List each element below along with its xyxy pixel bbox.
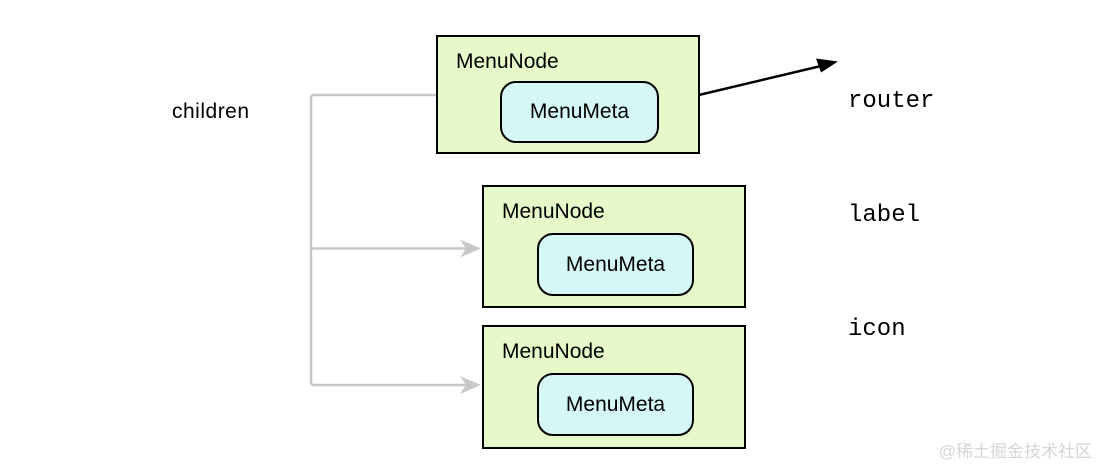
menu-meta-2: MenuMeta	[537, 233, 694, 296]
watermark-text: @稀土掘金技术社区	[938, 442, 1092, 461]
meta-fields-annotation: router label icon	[848, 7, 934, 425]
children-label: children	[172, 100, 250, 123]
annotation-arrow-head	[816, 58, 838, 73]
connector-arrowhead-bottom	[460, 376, 481, 394]
meta-field-router: router	[848, 88, 935, 115]
meta-field-label: label	[848, 202, 921, 229]
menu-node-1-title: MenuNode	[456, 50, 559, 73]
menu-node-2: MenuNode MenuMeta	[482, 185, 746, 308]
menu-node-2-title: MenuNode	[502, 200, 605, 223]
menu-meta-3: MenuMeta	[537, 373, 694, 436]
menu-node-3-title: MenuNode	[502, 340, 605, 363]
menu-node-3: MenuNode MenuMeta	[482, 325, 746, 449]
menu-meta-1: MenuMeta	[500, 81, 659, 143]
menu-node-1: MenuNode MenuMeta	[436, 35, 700, 154]
meta-field-icon: icon	[848, 316, 906, 343]
connector-arrowhead-middle	[460, 239, 481, 258]
